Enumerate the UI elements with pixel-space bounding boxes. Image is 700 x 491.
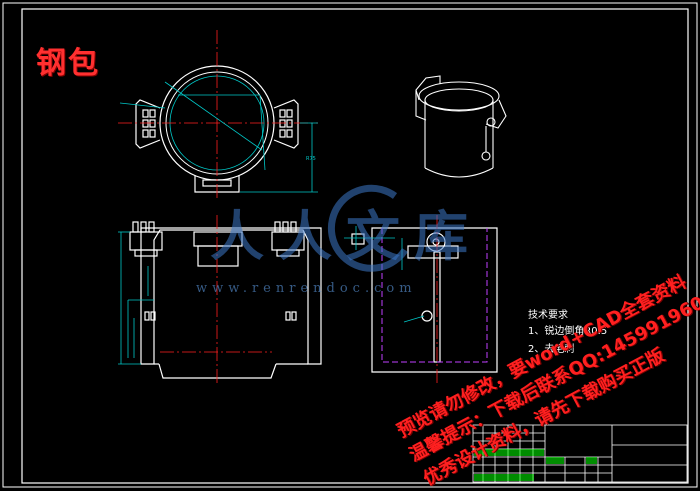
watermark-circle-mark xyxy=(327,184,408,272)
technical-requirement-item: 2、去毛刺 xyxy=(528,344,575,355)
technical-requirement-item: 1、锐边倒角R0.5 xyxy=(528,326,608,337)
technical-requirements-heading: 技术要求 xyxy=(528,310,568,321)
watermark-logo: 人人文库 xyxy=(210,204,482,268)
front-view xyxy=(129,221,322,379)
side-view-hidden-lines xyxy=(381,228,488,363)
front-view-dimensions xyxy=(118,231,154,365)
isometric-view xyxy=(415,75,507,178)
inner-frame xyxy=(21,8,689,484)
top-view-dimensions: R75 xyxy=(119,81,318,193)
svg-text:R75: R75 xyxy=(306,156,316,162)
title-block-fill xyxy=(474,449,597,481)
watermark-url: www.renrendoc.com xyxy=(196,281,417,296)
drawing-title: 钢包 xyxy=(36,46,100,81)
